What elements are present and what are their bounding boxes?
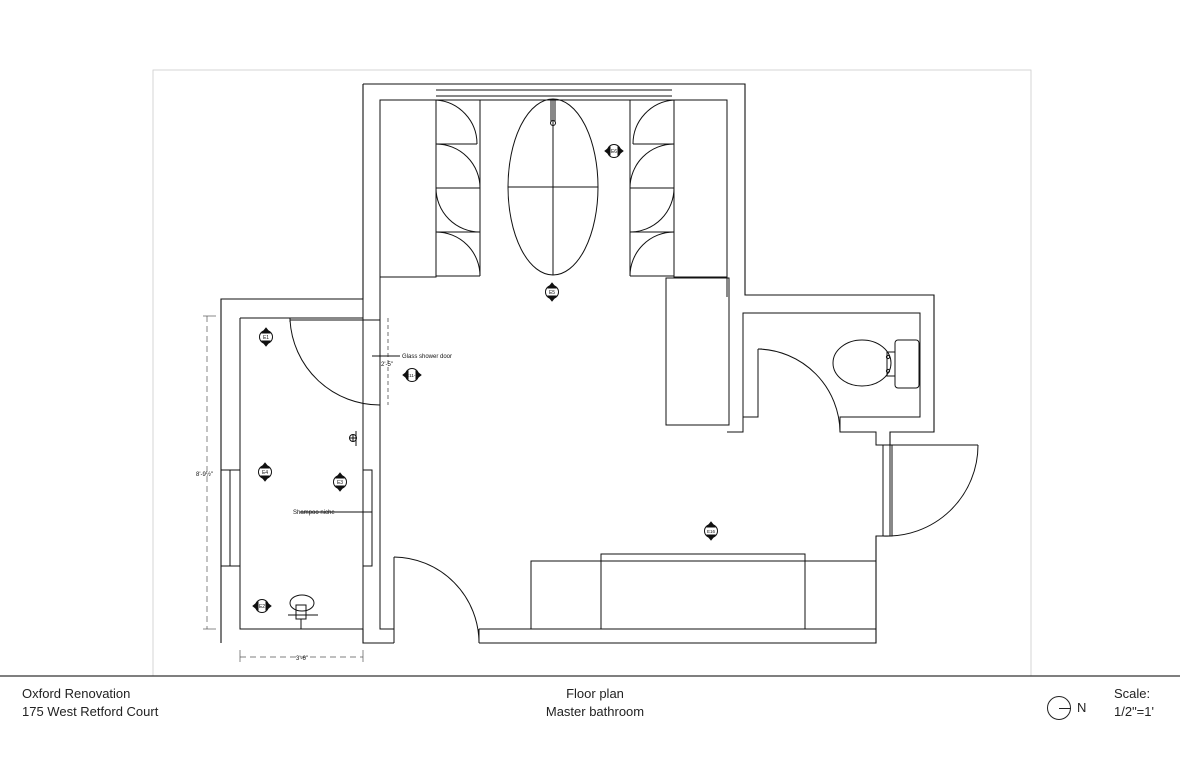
toilet <box>832 339 920 389</box>
elevation-tag-e5-label: E5 <box>549 290 555 296</box>
elevation-tag-e2: E2 <box>252 599 272 613</box>
north-label: N <box>1077 700 1087 715</box>
elevation-tag-e16: E16 <box>704 521 718 541</box>
scale-label: Scale: <box>1114 686 1151 701</box>
glass-door-label: Glass shower door <box>402 354 452 360</box>
drawing-info: Floor plan Master bathroom <box>500 685 690 721</box>
window <box>436 83 672 97</box>
door-width-label: 2'-5" <box>381 362 393 368</box>
side-exterior-door <box>882 444 979 537</box>
project-name: Oxford Renovation <box>22 686 131 701</box>
shampoo-niche-mark <box>300 469 373 567</box>
shampoo-niche-label: Shampoo niche <box>293 510 335 516</box>
elevation-tag-e1: E1 <box>259 327 273 347</box>
elevation-tag-e2-label: E2 <box>259 604 265 610</box>
elevation-tag-e6: E6 <box>604 144 624 158</box>
inner-wall <box>379 99 921 630</box>
elevation-tag-e1-label: E1 <box>263 335 269 341</box>
closet-left <box>379 99 437 278</box>
shower-valve <box>349 431 357 446</box>
north-arrow-pointer <box>1059 708 1071 709</box>
shower-height-label: 8'-9½" <box>196 471 213 478</box>
elevation-tag-e3-label: E3 <box>337 480 343 486</box>
elevation-tag-e16-label: E16 <box>707 529 716 534</box>
shower-width-label: 3'-6" <box>296 656 308 662</box>
elevation-tag-e11: E11-2 <box>402 368 422 382</box>
project-address: 175 West Retford Court <box>22 704 159 719</box>
elevation-tag-e4-label: E4 <box>262 470 268 476</box>
scale-info: Scale: 1/2"=1' <box>1114 685 1154 721</box>
shower-height-dimension <box>203 315 216 630</box>
closet-left-doors <box>435 99 481 277</box>
closet-right-doors <box>629 99 675 277</box>
north-arrow: N <box>1046 696 1096 722</box>
shower-window <box>220 469 241 567</box>
scale-value: 1/2"=1' <box>1114 704 1154 719</box>
shower-width-dimension <box>239 650 364 662</box>
wc-door <box>757 348 841 433</box>
shower-bench-fixture <box>288 594 318 629</box>
elevation-tag-e6-label: E6 <box>611 149 617 155</box>
entry-door <box>393 556 480 644</box>
room-name: Master bathroom <box>545 704 645 719</box>
elevation-tag-e5: E5 <box>545 282 559 302</box>
wc-partition <box>743 349 877 445</box>
elevation-tag-e4: E4 <box>258 462 272 482</box>
elevation-tag-e3: E3 <box>333 472 347 492</box>
bathtub <box>507 98 599 276</box>
drawing-title: Floor plan <box>566 686 624 701</box>
shower-glass-door <box>289 318 400 406</box>
vanity <box>530 553 877 630</box>
elevation-tag-e11-label: E11-2 <box>406 373 418 378</box>
sheet-border <box>152 69 1032 677</box>
outer-wall <box>220 83 935 644</box>
closet-right <box>673 99 728 278</box>
project-info: Oxford Renovation 175 West Retford Court <box>22 685 158 721</box>
linen-cabinet <box>665 277 730 426</box>
